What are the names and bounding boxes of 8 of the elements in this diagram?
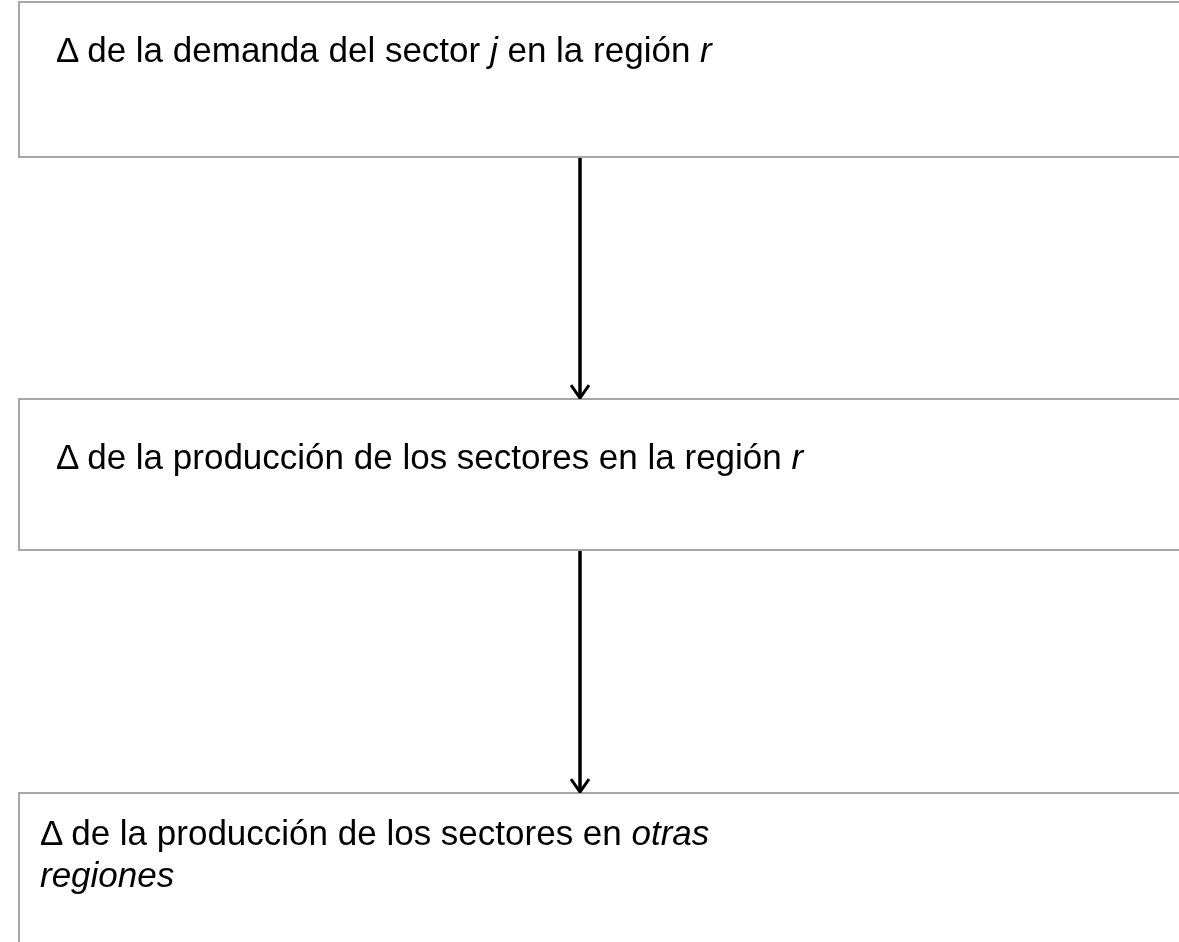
process-box [18,792,1179,942]
box-text: Δ de la producción de los sectores en otras regiones [40,812,711,896]
box-text: Δ de la producción de los sectores en la región r [56,436,804,478]
arrow [569,551,591,794]
process-box [18,398,1179,551]
box-text: Δ de la demanda del sector j en la región r [56,29,712,71]
arrow [569,158,591,400]
process-box [18,1,1179,158]
